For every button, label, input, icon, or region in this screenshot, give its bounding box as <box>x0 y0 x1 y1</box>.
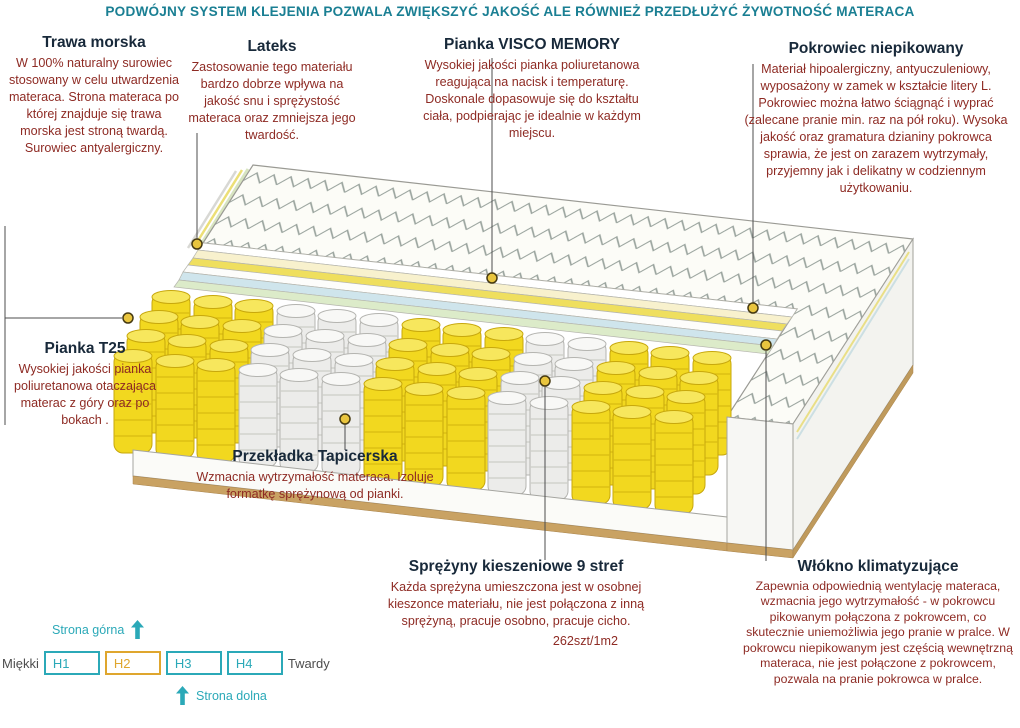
annotation-body: Zastosowanie tego materiału bardzo dobrz… <box>188 60 356 142</box>
marker-dot-wlokno <box>760 339 772 351</box>
marker-dot-pokrowiec <box>747 302 759 314</box>
softness-label: Miękki <box>2 655 39 671</box>
up-arrow-icon <box>131 620 145 639</box>
annotation-title: Lateks <box>247 38 297 55</box>
marker-dots <box>122 238 772 425</box>
hardness-level-h1: H1 <box>43 651 100 675</box>
annotation-title: Sprężyny kieszeniowe 9 stref <box>408 558 624 575</box>
top-side-label: Strona górna <box>52 622 125 637</box>
springs-density-note: 262szt/1m2 <box>552 634 618 648</box>
leader-lines <box>4 58 767 561</box>
annotation-body: Zapewnia odpowiednią wentylację materaca… <box>743 579 1013 686</box>
annotation-pianka-t25: Pianka T25 Wysokiej jakości pianka poliu… <box>6 340 164 429</box>
annotation-lateks: Lateks Zastosowanie tego materiału bardz… <box>186 38 358 144</box>
top-side-indicator: Strona górna <box>52 620 145 639</box>
annotation-body: Każda sprężyna umieszczona jest w osobne… <box>387 580 645 628</box>
annotation-przekladka: Przekładka Tapicerska Wzmacnia wytrzymał… <box>196 448 434 503</box>
bottom-side-indicator: Strona dolna <box>176 686 267 705</box>
marker-dot-lateks <box>191 238 203 250</box>
annotation-body: Wysokiej jakości pianka poliuretanowa ot… <box>13 362 157 427</box>
foam-layers-stack <box>173 242 798 355</box>
up-arrow-icon <box>176 686 189 705</box>
marker-dot-t25 <box>122 312 134 324</box>
marker-dot-sprezyny <box>539 375 551 387</box>
bottom-side-label: Strona dolna <box>196 688 267 703</box>
annotation-body: Materiał hipoalergiczny, antyuczuleniowy… <box>744 62 1008 195</box>
annotation-title: Pianka T25 <box>44 340 126 357</box>
cover-side-faces <box>726 237 914 559</box>
annotation-trawa-morska: Trawa morska W 100% naturalny surowiec s… <box>8 34 180 157</box>
hardness-level-h2: H2 <box>104 651 161 675</box>
annotation-body: W 100% naturalny surowiec stosowany w ce… <box>8 56 180 155</box>
annotation-title: Pianka VISCO MEMORY <box>444 36 620 53</box>
annotation-title: Przekładka Tapicerska <box>232 448 398 465</box>
marker-dot-przekladka <box>339 413 351 425</box>
hardness-scale: Miękki H1 H2 H3 H4 Twardy <box>2 651 330 675</box>
annotation-sprezyny: Sprężyny kieszeniowe 9 stref Każda spręż… <box>386 558 646 650</box>
annotation-wlokno: Włókno klimatyzujące Zapewnia odpowiedni… <box>740 558 1016 687</box>
left-end-layer-stripes <box>186 168 250 249</box>
hardness-level-h3: H3 <box>165 651 222 675</box>
annotation-title: Włókno klimatyzujące <box>797 558 959 575</box>
hardness-label: Twardy <box>287 655 330 671</box>
annotation-pianka-visco: Pianka VISCO MEMORY Wysokiej jakości pia… <box>418 36 646 142</box>
annotation-pokrowiec: Pokrowiec niepikowany Materiał hipoalerg… <box>738 40 1014 197</box>
annotation-title: Pokrowiec niepikowany <box>788 40 964 57</box>
annotation-body: Wysokiej jakości pianka poliuretanowa re… <box>423 58 641 140</box>
annotation-body: Wzmacnia wytrzymałość materaca. Izoluje … <box>196 470 434 501</box>
marker-dot-visco <box>486 272 498 284</box>
hardness-level-h4: H4 <box>226 651 283 675</box>
annotation-title: Trawa morska <box>42 34 146 51</box>
banner-title: PODWÓJNY SYSTEM KLEJENIA POZWALA ZWIĘKSZ… <box>105 4 915 19</box>
